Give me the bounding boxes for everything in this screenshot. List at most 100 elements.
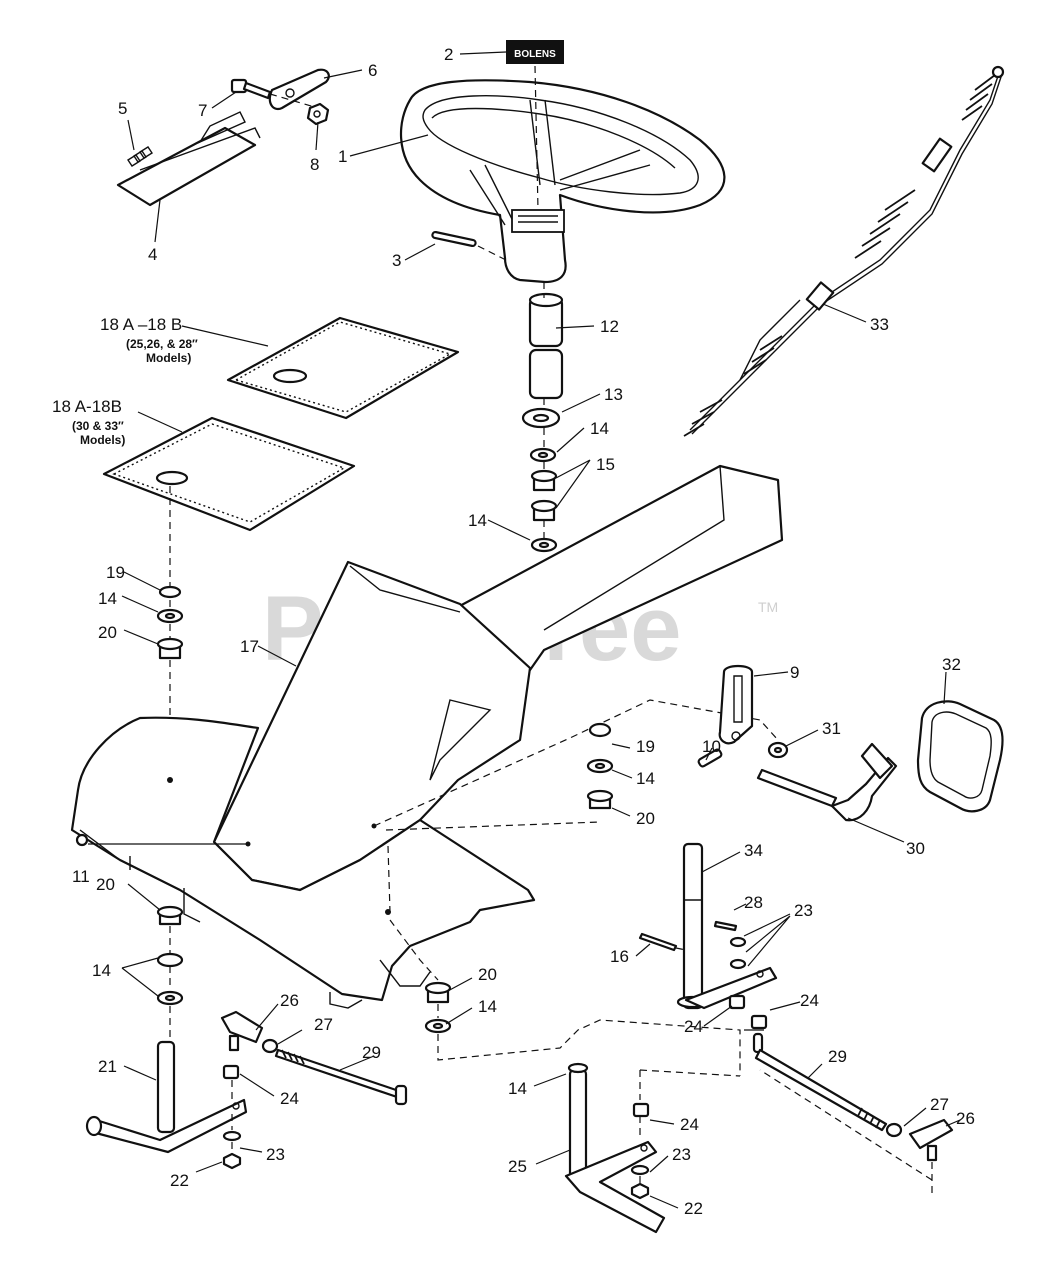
callout-4: 4: [148, 245, 157, 264]
callout-20-lower-left: 20: [96, 875, 115, 894]
callout-11: 11: [72, 867, 90, 886]
washer: [767, 741, 789, 759]
bolt: [230, 78, 272, 100]
brake-pedal-pad[interactable]: [916, 700, 1004, 813]
callout-32: 32: [942, 655, 961, 674]
callout-14-center: 14: [478, 997, 497, 1016]
steering-wheel-decal: BOLENS: [506, 40, 564, 64]
plate-lower-label: 18 A-18B (30 & 33″ Models): [52, 397, 125, 447]
flange-bushing: [586, 789, 614, 810]
steering-shaft-bushing: [528, 292, 564, 400]
flange-bushing: [156, 637, 184, 660]
spacer: [158, 585, 182, 599]
brake-pedal-shaft[interactable]: [756, 742, 898, 822]
callout-13: 13: [604, 385, 623, 404]
nut: [306, 102, 330, 126]
callout-17: 17: [240, 637, 259, 656]
jam-nut: [261, 1038, 279, 1054]
tie-rod-end-right[interactable]: [908, 1118, 954, 1162]
callout-26-right: 26: [956, 1109, 975, 1128]
bolt: [713, 920, 738, 932]
floor-plate-upper[interactable]: [226, 316, 460, 420]
flange-bushing: [156, 905, 184, 926]
washer: [156, 608, 184, 624]
callout-7: 7: [198, 101, 207, 120]
roll-pin: [431, 230, 477, 248]
spacer: [222, 1064, 240, 1080]
floor-plate-lower[interactable]: [102, 416, 356, 532]
tie-rod-left[interactable]: [274, 1048, 408, 1106]
callout-15: 15: [596, 455, 615, 474]
washer: [529, 447, 557, 463]
spacer: [588, 722, 612, 738]
callout-14-lower-left: 14: [92, 961, 111, 980]
callout-14-shaft-bottom: 14: [468, 511, 487, 530]
plate-upper-part-number: 18 A –18 B: [100, 315, 182, 334]
brake-arm[interactable]: [718, 664, 754, 745]
callout-27-left: 27: [314, 1015, 333, 1034]
spacer: [632, 1102, 650, 1118]
decal-text: BOLENS: [514, 49, 556, 60]
washer: [521, 407, 561, 429]
spacer: [728, 994, 746, 1010]
callout-29-left: 29: [362, 1043, 381, 1062]
callout-23-shaft: 23: [794, 901, 813, 920]
callout-3: 3: [392, 251, 401, 270]
washer: [156, 990, 184, 1006]
callout-20-right: 20: [636, 809, 655, 828]
nut: [222, 1152, 242, 1170]
callout-29-right: 29: [828, 1047, 847, 1066]
left-spindle[interactable]: [85, 1040, 248, 1154]
callout-24-left: 24: [280, 1089, 299, 1108]
spacer: [750, 1014, 768, 1030]
callout-12: 12: [600, 317, 619, 336]
plate-lower-part-number: 18 A-18B: [52, 397, 122, 416]
callout-31: 31: [822, 719, 841, 738]
plate-upper-label: 18 A –18 B (25,26, & 28″ Models): [100, 315, 198, 365]
callout-30: 30: [906, 839, 925, 858]
steering-wheel[interactable]: [400, 79, 726, 284]
callout-14-right: 14: [636, 769, 655, 788]
callout-9: 9: [790, 663, 799, 682]
hairpin-clip: [75, 833, 89, 847]
tie-rod-end-left[interactable]: [220, 1010, 264, 1052]
callout-23-left: 23: [266, 1145, 285, 1164]
right-spindle[interactable]: [564, 1062, 666, 1234]
washer: [586, 758, 614, 774]
throttle-cable[interactable]: [683, 65, 1005, 437]
callout-23-right: 23: [672, 1145, 691, 1164]
nut: [630, 1182, 650, 1200]
callout-1: 1: [338, 147, 347, 166]
callout-25: 25: [508, 1157, 527, 1176]
washer: [530, 537, 558, 553]
tie-rod-right[interactable]: [752, 1032, 888, 1132]
callout-22-right: 22: [684, 1199, 703, 1218]
clevis-pin: [697, 748, 723, 768]
throttle-rod[interactable]: [116, 111, 261, 207]
callout-numbers: 1 2 3 4 5 6 7 8 9 10 11 12 13 14 14 14 1…: [72, 45, 975, 1218]
callout-14-shaft: 14: [590, 419, 609, 438]
frame-chassis[interactable]: [70, 464, 784, 1009]
callout-6: 6: [368, 61, 377, 80]
plate-upper-note-1: (25,26, & 28″: [126, 337, 198, 351]
callout-21: 21: [98, 1057, 117, 1076]
callout-22-left: 22: [170, 1171, 189, 1190]
steering-wheel-hub-cap: [511, 209, 565, 233]
washer: [630, 1164, 650, 1176]
washer: [729, 936, 747, 948]
plate-upper-note-2: Models): [146, 351, 191, 365]
washer: [424, 1018, 452, 1034]
throttle-knob[interactable]: [268, 68, 330, 111]
callout-24-right: 24: [680, 1115, 699, 1134]
steering-shaft[interactable]: [676, 842, 778, 1010]
callout-27-right: 27: [930, 1095, 949, 1114]
washer: [156, 952, 184, 968]
callout-20-center: 20: [478, 965, 497, 984]
washer: [729, 958, 747, 970]
callout-2: 2: [444, 45, 453, 64]
callout-5: 5: [118, 99, 127, 118]
leader-lines: [121, 51, 961, 1209]
plate-lower-note-1: (30 & 33″: [72, 419, 124, 433]
callout-20-left: 20: [98, 623, 117, 642]
watermark-trademark: TM: [758, 599, 778, 615]
